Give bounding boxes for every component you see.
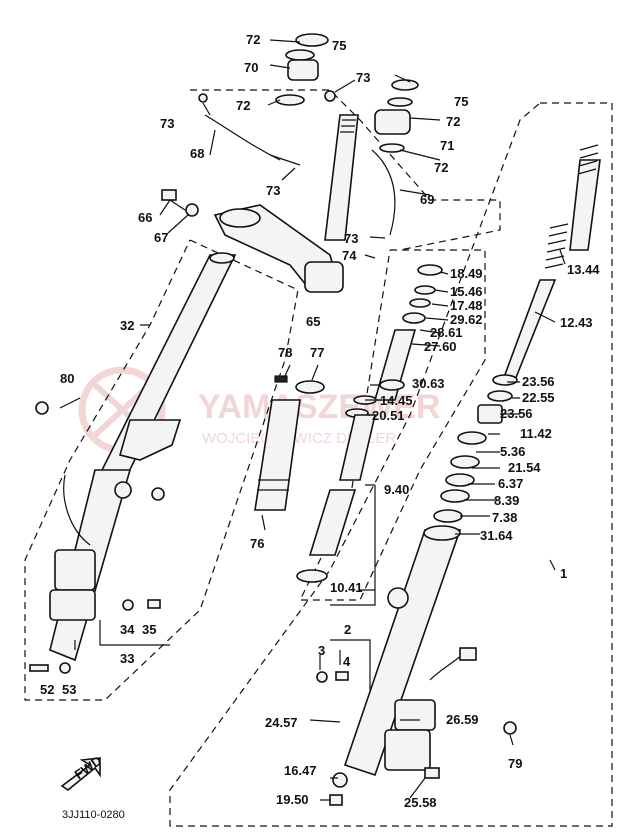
label-11-42: 11.42 — [520, 426, 552, 441]
right-outer-tube — [343, 525, 477, 777]
label-67: 67 — [154, 230, 168, 245]
label-6-37: 6.37 — [498, 476, 523, 491]
label-27-60: 27.60 — [424, 339, 457, 354]
label-10-41: 10.41 — [330, 580, 363, 595]
label-5-36: 5.36 — [500, 444, 525, 459]
label-14-45: 14.45 — [380, 393, 413, 408]
label-32: 32 — [120, 318, 134, 333]
label-31-64: 31.64 — [480, 528, 513, 543]
label-17-48: 17.48 — [450, 298, 483, 313]
bolt-66 — [161, 189, 199, 217]
label-69: 69 — [420, 192, 434, 207]
label-75b: 75 — [454, 94, 468, 109]
label-29-62: 29.62 — [450, 312, 483, 327]
label-74: 74 — [342, 248, 357, 263]
label-18-49: 18.49 — [450, 266, 483, 281]
label-78: 78 — [278, 345, 292, 360]
leader-lines — [59, 39, 566, 801]
label-3: 3 — [318, 643, 325, 658]
label-23-56b: 23.56 — [500, 406, 533, 421]
label-16-47: 16.47 — [284, 763, 317, 778]
label-20-51: 20.51 — [372, 408, 405, 423]
label-53: 53 — [62, 682, 76, 697]
label-12-43: 12.43 — [560, 315, 593, 330]
label-79: 79 — [508, 756, 522, 771]
label-25-58: 25.58 — [404, 795, 437, 810]
label-1: 1 — [560, 566, 567, 581]
label-19-50: 19.50 — [276, 792, 309, 807]
group-outline-right — [169, 102, 613, 827]
label-72a: 72 — [246, 32, 260, 47]
label-65: 65 — [306, 314, 320, 329]
label-77: 77 — [310, 345, 324, 360]
label-73c: 73 — [266, 183, 280, 198]
label-33: 33 — [120, 651, 134, 666]
brake-hose-left — [204, 114, 281, 161]
watermark-name: YAMASZEWER — [198, 388, 440, 426]
label-72d: 72 — [434, 160, 448, 175]
label-68: 68 — [190, 146, 204, 161]
label-73a: 73 — [356, 70, 370, 85]
part-labels: 72 75 70 73 75 72 73 72 71 68 72 73 69 6… — [40, 32, 600, 821]
label-13-44: 13.44 — [567, 262, 600, 277]
label-15-46: 15.46 — [450, 284, 483, 299]
label-73b: 73 — [160, 116, 174, 131]
label-75a: 75 — [332, 38, 346, 53]
label-80: 80 — [60, 371, 74, 386]
label-73d: 73 — [344, 231, 358, 246]
label-21-54: 21.54 — [508, 460, 541, 475]
part-code: 3JJ110-0280 — [62, 809, 125, 821]
label-28-61: 28.61 — [430, 325, 463, 340]
label-52: 52 — [40, 682, 54, 697]
brake-hose-right — [371, 149, 396, 236]
steering-stem — [324, 114, 359, 241]
label-71: 71 — [440, 138, 454, 153]
label-30-63: 30.63 — [412, 376, 445, 391]
label-9-40: 9.40 — [384, 482, 409, 497]
damper-stack — [296, 264, 443, 583]
top-cap-parts — [198, 33, 419, 153]
group-outline-left — [24, 239, 299, 701]
label-34: 34 — [120, 622, 135, 637]
fwd-arrow: FWD — [60, 753, 104, 791]
watermark-sub: WOJCIECHOWICZ DEALER — [202, 430, 396, 447]
fork-boot — [254, 375, 325, 511]
label-66: 66 — [138, 210, 152, 225]
label-4: 4 — [343, 654, 351, 669]
group-outline-top — [190, 89, 501, 251]
label-72c: 72 — [446, 114, 460, 129]
label-22-55: 22.55 — [522, 390, 555, 405]
label-70: 70 — [244, 60, 258, 75]
left-fork-assembly — [49, 252, 237, 662]
label-7-38: 7.38 — [492, 510, 517, 525]
small-hardware — [29, 401, 517, 806]
label-2: 2 — [344, 622, 351, 637]
label-23-56a: 23.56 — [522, 374, 555, 389]
label-35: 35 — [142, 622, 156, 637]
lower-bracket — [213, 204, 344, 293]
label-26-59: 26.59 — [446, 712, 479, 727]
label-72b: 72 — [236, 98, 250, 113]
label-24-57: 24.57 — [265, 715, 298, 730]
label-8-39: 8.39 — [494, 493, 519, 508]
label-76: 76 — [250, 536, 264, 551]
